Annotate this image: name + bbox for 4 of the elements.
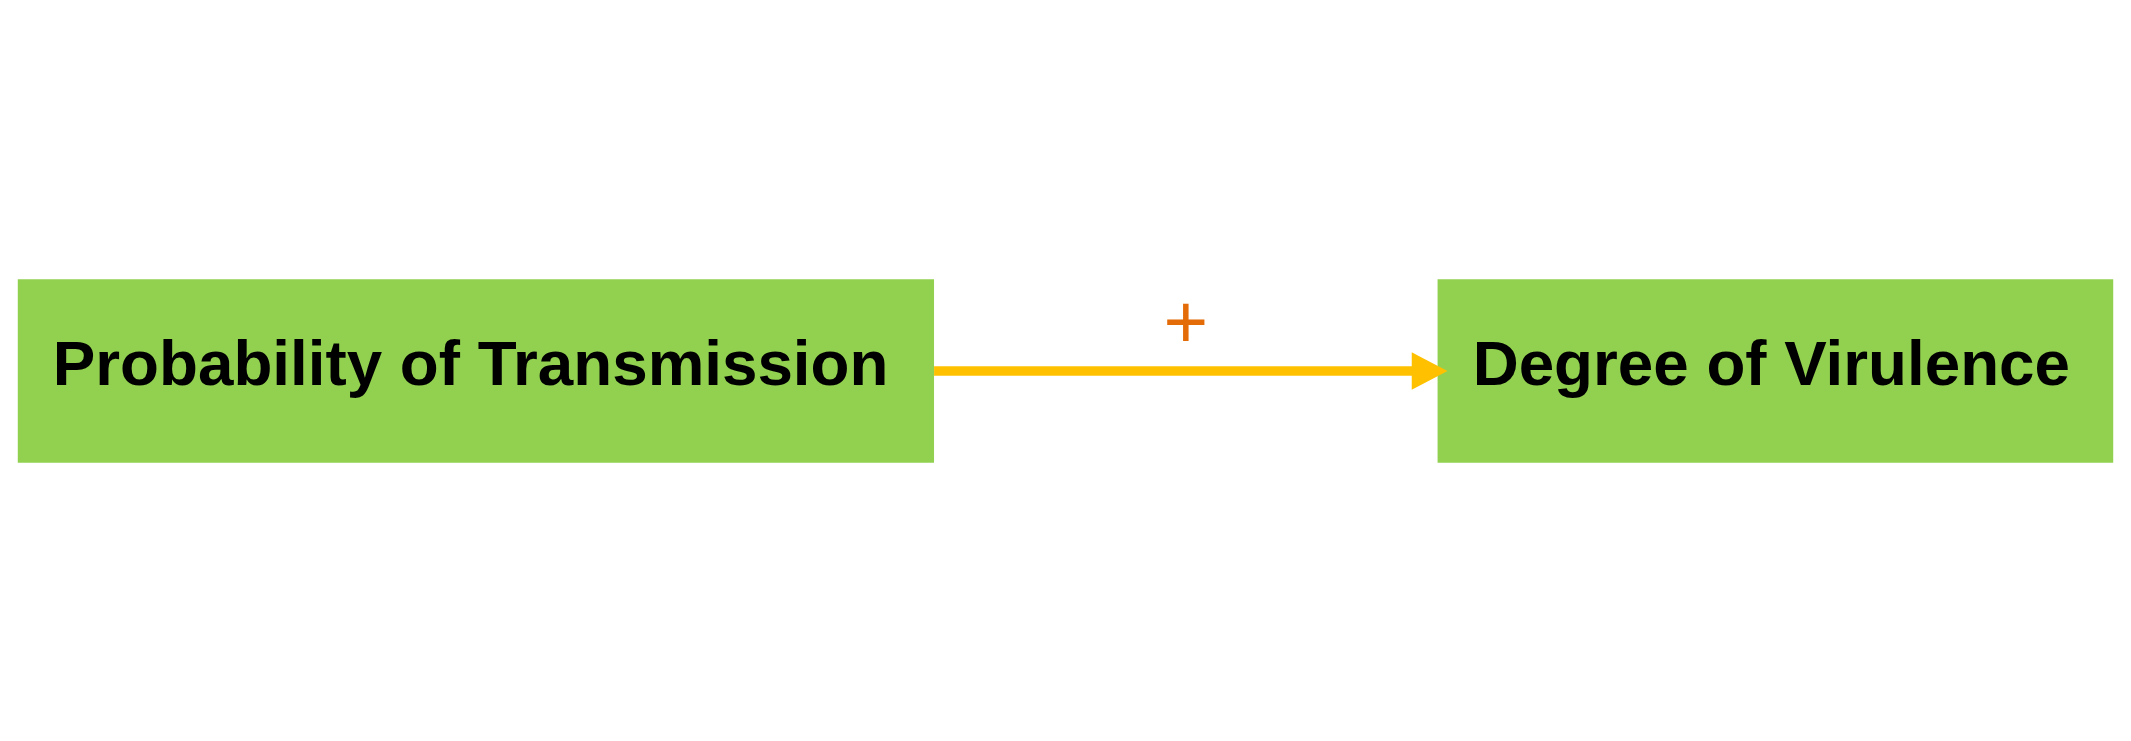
node-box: Probability of Transmission [17, 278, 935, 463]
node-box: Degree of Virulence [1437, 278, 2114, 463]
edge-label: + [1163, 278, 1209, 364]
arrow [934, 351, 1448, 390]
